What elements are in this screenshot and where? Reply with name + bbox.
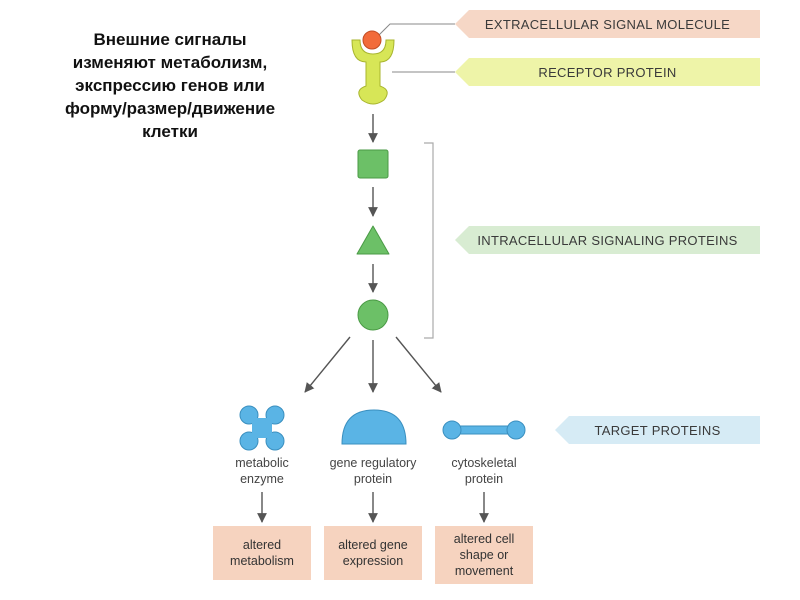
receptor-protein-icon [351, 39, 395, 105]
slide-caption: Внешние сигналы изменяют метаболизм, экс… [20, 28, 320, 143]
label-line: protein [464, 472, 504, 486]
outcome-line: expression [342, 554, 404, 568]
caption-line: экспрессию генов или [75, 76, 265, 95]
caption-line: форму/размер/движение [64, 99, 276, 118]
label-line: gene regulatory [329, 456, 417, 470]
label-line: metabolic [235, 456, 289, 470]
arrow-to-metabolic-enzyme [304, 336, 351, 393]
label-line: protein [353, 472, 393, 486]
outcome-line: altered [242, 538, 282, 552]
intracellular-bracket [424, 142, 434, 339]
arrow-to-cytoskeletal-protein [395, 336, 442, 393]
triangle-signaling-protein-icon [356, 225, 390, 255]
tag-receptor-protein: RECEPTOR PROTEIN [455, 58, 760, 86]
signal-molecule-icon [362, 30, 382, 50]
outcome-line: metabolism [230, 554, 294, 568]
label-line: cytoskeletal [451, 456, 517, 470]
tag-target-proteins: TARGET PROTEINS [555, 416, 760, 444]
cytoskeletal-protein-icon [442, 420, 526, 440]
label-gene-regulatory-protein: gene regulatory protein [308, 455, 438, 487]
square-signaling-protein-icon [357, 149, 389, 179]
circle-signaling-protein-icon [357, 299, 389, 331]
tag-extracellular-signal-molecule: EXTRACELLULAR SIGNAL MOLECULE [455, 10, 760, 38]
label-metabolic-enzyme: metabolic enzyme [197, 455, 327, 487]
leader-line-signal [377, 23, 455, 37]
outcome-altered-metabolism: altered metabolism [213, 526, 311, 580]
tag-intracellular-signaling-proteins: INTRACELLULAR SIGNALING PROTEINS [455, 226, 760, 254]
label-line: enzyme [240, 472, 284, 486]
outcome-line: altered gene [338, 538, 408, 552]
outcome-altered-gene-expression: altered gene expression [324, 526, 422, 580]
outcome-line: movement [454, 564, 514, 578]
gene-regulatory-protein-icon [341, 409, 407, 445]
outcome-altered-cell-shape-or-movement: altered cell shape or movement [435, 526, 533, 584]
caption-line: клетки [142, 122, 198, 141]
label-cytoskeletal-protein: cytoskeletal protein [419, 455, 549, 487]
caption-line: изменяют метаболизм, [72, 53, 268, 72]
caption-line: Внешние сигналы [93, 30, 247, 49]
outcome-line: altered cell [453, 532, 515, 546]
metabolic-enzyme-icon [239, 405, 285, 451]
outcome-line: shape or [459, 548, 509, 562]
